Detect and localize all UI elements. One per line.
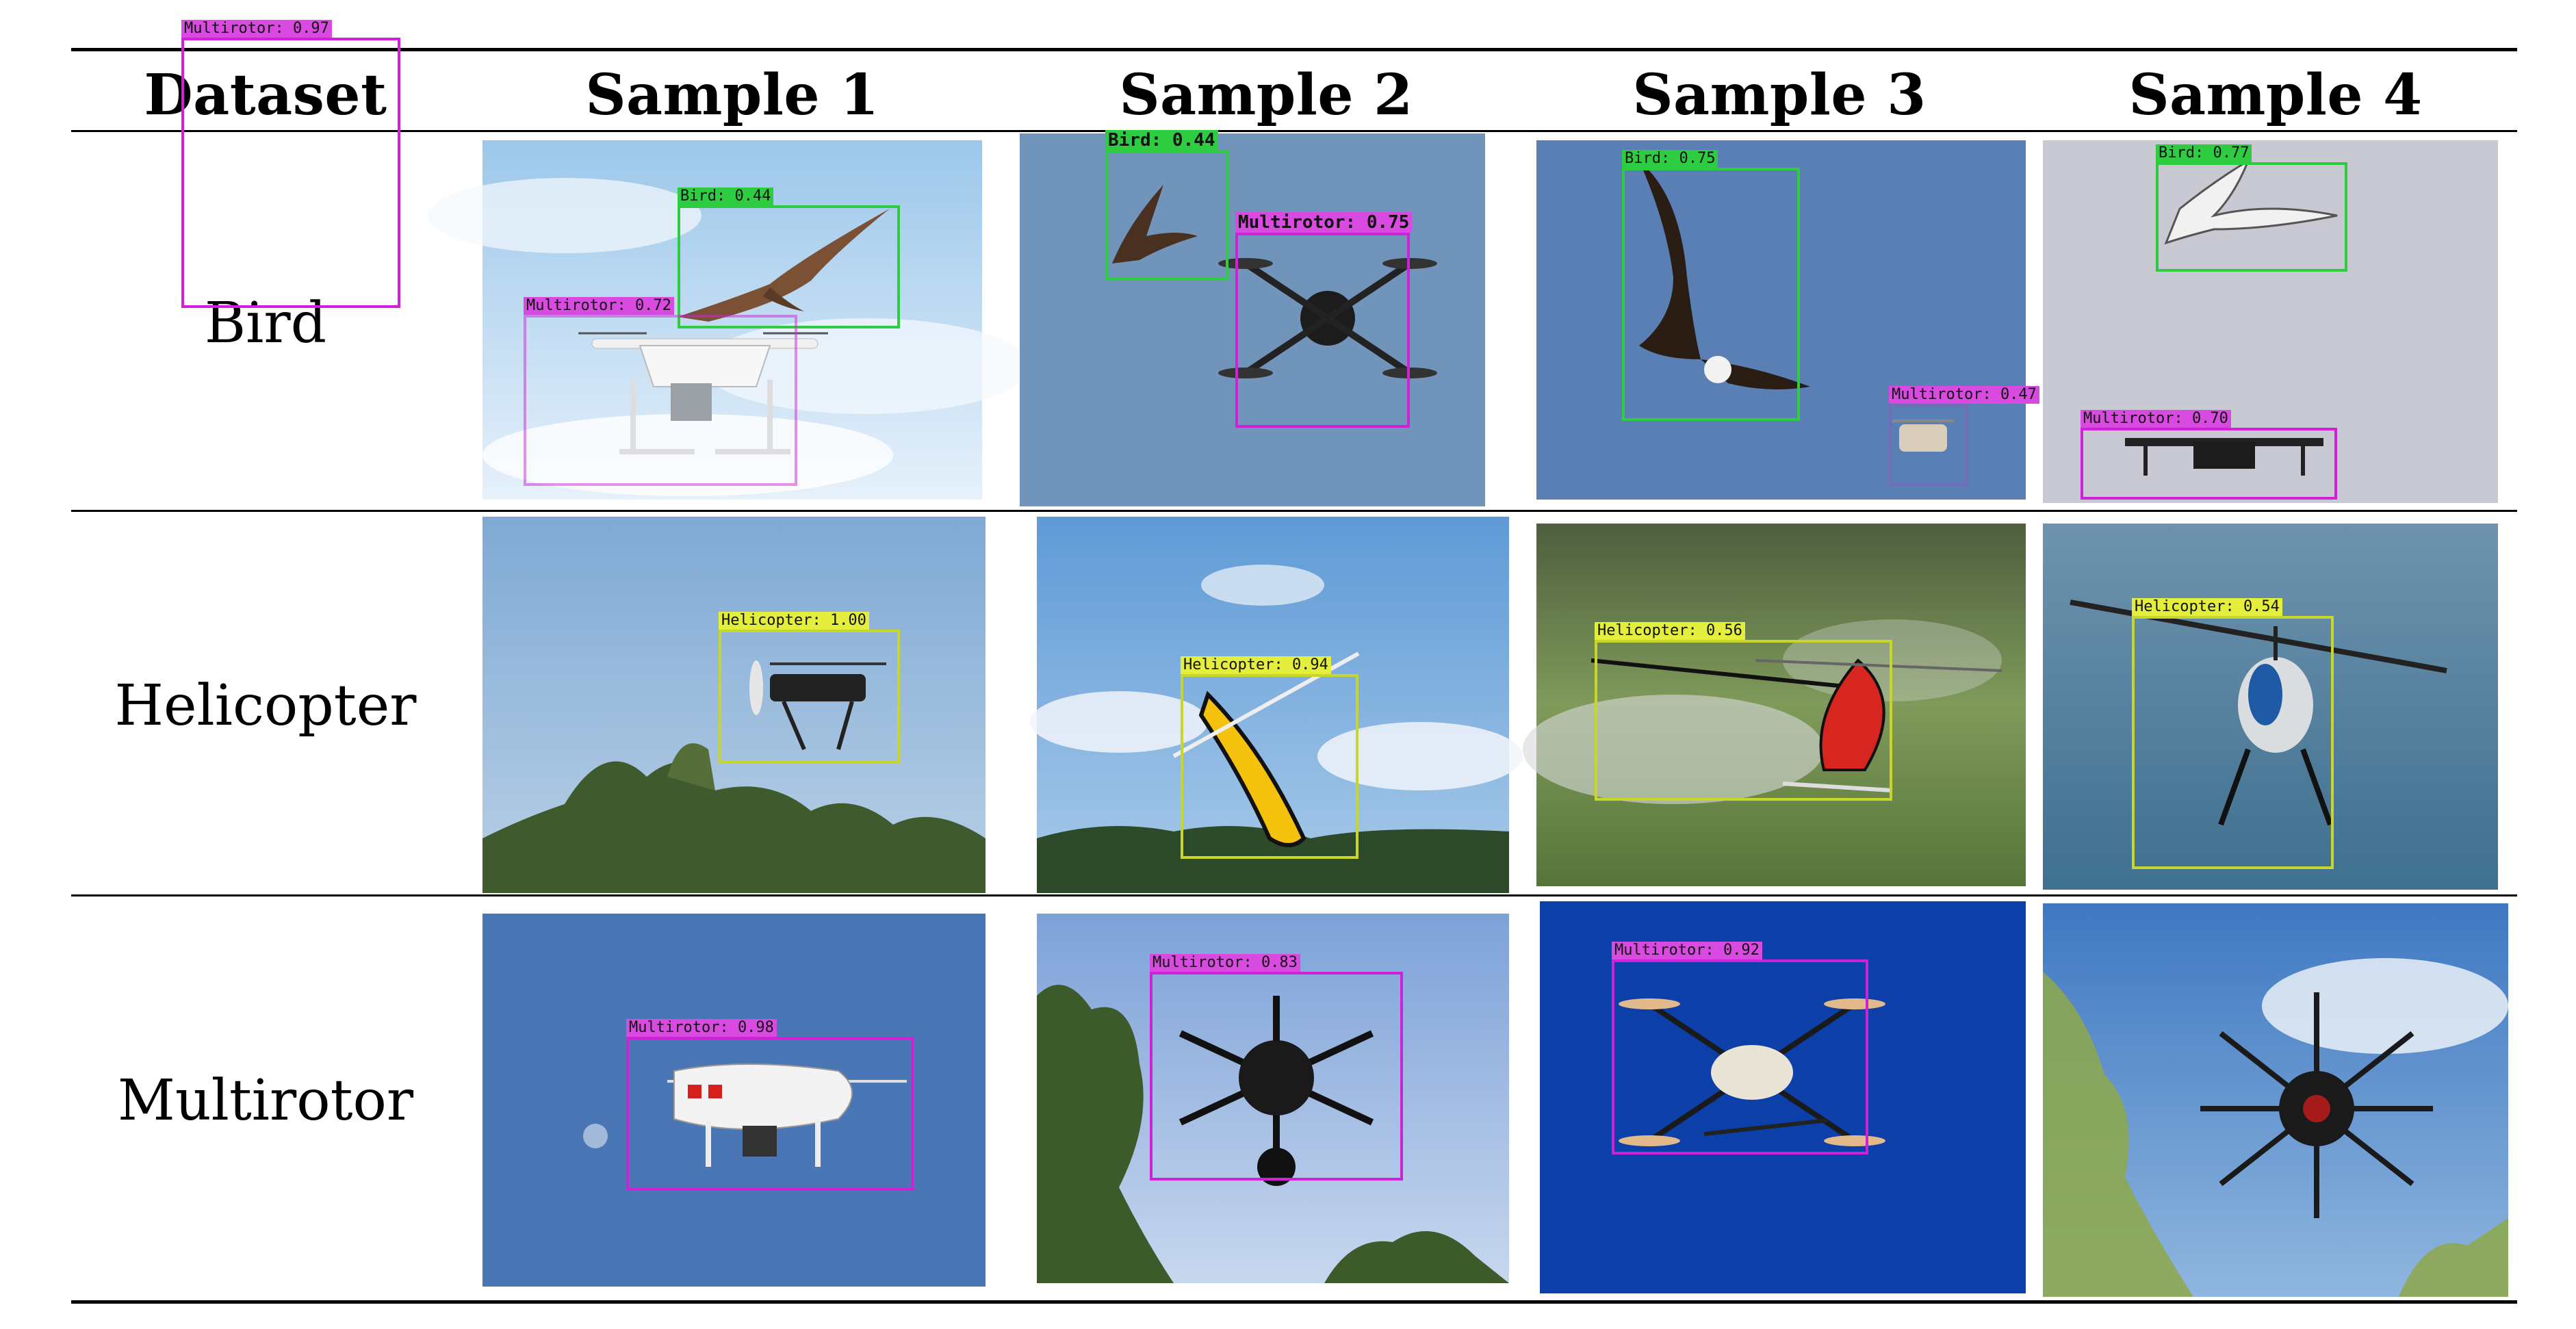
multirotor-detection-label: Multirotor: 0.72 (524, 297, 674, 315)
bird-detection-label: Bird: 0.75 (1622, 150, 1718, 168)
multirotor-bounding-box (1889, 404, 1968, 486)
multirotor-bounding-box (1150, 972, 1403, 1180)
multirotor-detection-label: Multirotor: 0.98 (626, 1019, 777, 1037)
header-sample-3: Sample 3 (1632, 62, 1927, 128)
table-top-rule (71, 48, 2517, 51)
multirotor-detection-label: Multirotor: 0.47 (1889, 386, 2039, 404)
bird-sample-3-image: Bird: 0.75 Multirotor: 0.47 (1536, 140, 2039, 500)
table-bottom-rule (71, 1300, 2517, 1304)
multirotor-detection-label: Multirotor: 0.75 (1235, 212, 1413, 233)
helicopter-detection-label: Helicopter: 0.94 (1181, 656, 1331, 674)
bird-sample-1-image: Bird: 0.44 Multirotor: 0.72 (428, 140, 1030, 500)
multirotor-bounding-box (181, 38, 400, 308)
bird-detection-label: Bird: 0.44 (678, 188, 774, 205)
row-divider-1 (71, 510, 2517, 512)
bird-detection-label: Bird: 0.77 (2156, 144, 2252, 162)
helicopter-detection-label: Helicopter: 1.00 (719, 612, 869, 630)
multirotor-detection-label: Multirotor: 0.92 (1612, 942, 1762, 959)
multirotor-bounding-box (524, 315, 797, 486)
helicopter-bounding-box (1181, 674, 1358, 859)
multirotor-bounding-box (1612, 959, 1868, 1154)
multirotor-detection-label: Multirotor: 0.83 (1150, 954, 1300, 972)
helicopter-detection-label: Helicopter: 0.56 (1595, 622, 1745, 640)
helicopter-bounding-box (1595, 640, 1892, 801)
helicopter-detection-label: Helicopter: 0.54 (2132, 598, 2282, 616)
row-label-helicopter: Helicopter (114, 673, 417, 738)
bird-bounding-box (2156, 162, 2347, 272)
helicopter-sample-3-image: Helicopter: 0.56 (1523, 524, 2026, 886)
multirotor-detection-label: Multirotor: 0.97 (181, 20, 332, 38)
bird-sample-4-image: Bird: 0.77 Multirotor: 0.70 (2043, 140, 2498, 503)
bird-detection-label: Bird: 0.44 (1105, 130, 1218, 151)
helicopter-bounding-box (719, 630, 900, 763)
multirotor-bounding-box (1235, 233, 1410, 428)
helicopter-sample-2-image: Helicopter: 0.94 (1030, 517, 1523, 893)
bird-bounding-box (678, 205, 900, 328)
header-sample-1: Sample 1 (585, 62, 879, 128)
bird-bounding-box (1622, 168, 1800, 421)
multirotor-bounding-box (626, 1037, 914, 1191)
helicopter-sample-4-image: Helicopter: 0.54 (2043, 524, 2498, 890)
row-divider-2 (71, 894, 2517, 896)
header-sample-4: Sample 4 (2128, 62, 2423, 128)
multirotor-bounding-box (2081, 428, 2337, 500)
row-label-multirotor: Multirotor (117, 1068, 414, 1133)
header-dataset: Dataset (144, 62, 387, 128)
bird-bounding-box (1105, 151, 1228, 281)
table-header-rule (71, 130, 2517, 132)
multirotor-sample-4-image (2043, 903, 2508, 1297)
row-label-bird: Bird (204, 291, 327, 356)
helicopter-bounding-box (2132, 616, 2334, 869)
multirotor-sample-1-image: Multirotor: 0.98 (482, 914, 986, 1287)
header-sample-2: Sample 2 (1119, 62, 1413, 128)
helicopter-sample-1-image: Helicopter: 1.00 (482, 517, 986, 893)
multirotor-detection-label: Multirotor: 0.70 (2081, 410, 2231, 428)
multirotor-sample-3-image: Multirotor: 0.92 (1540, 901, 2026, 1293)
multirotor-sample-2-image: Multirotor: 0.83 (1037, 914, 1509, 1283)
bird-sample-2-image: Bird: 0.44 Multirotor: 0.75 (1020, 130, 1485, 506)
